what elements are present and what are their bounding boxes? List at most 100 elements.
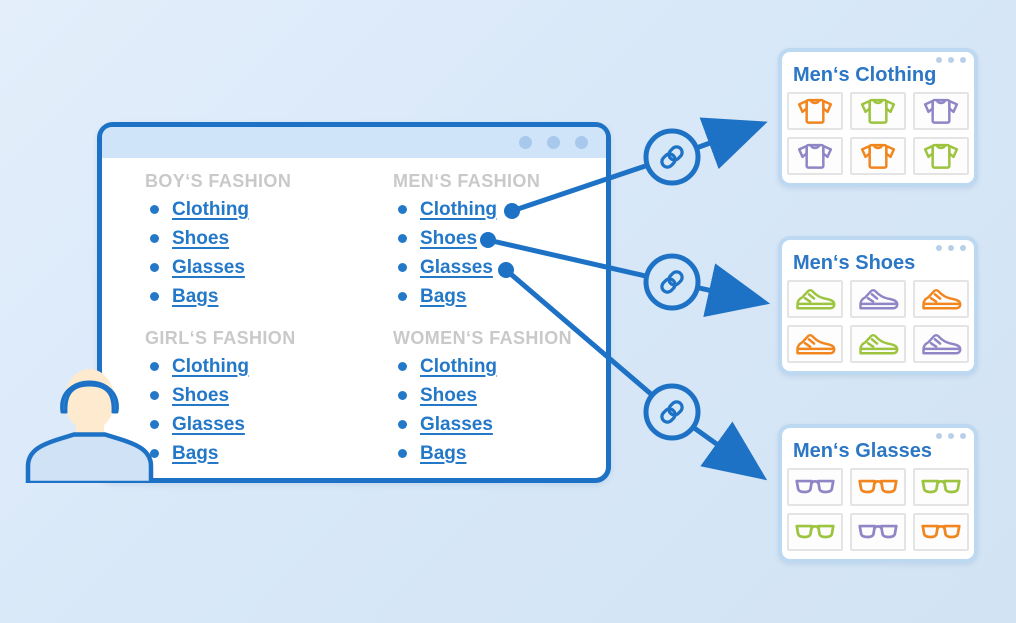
link-boys-shoes[interactable]: Shoes: [172, 227, 230, 249]
sneaker-icon: [857, 331, 899, 358]
link-mens-shoes[interactable]: Shoes: [420, 227, 478, 249]
tshirt-icon: [795, 141, 835, 171]
product-tile: [913, 92, 969, 130]
list-item: Glasses: [145, 253, 380, 282]
bullet-icon: [398, 449, 407, 458]
window-dot-icon: [936, 245, 942, 251]
bullet-icon: [398, 234, 407, 243]
window-dot-icon: [960, 245, 966, 251]
product-tile: [850, 137, 906, 175]
product-tile: [787, 280, 843, 318]
bullet-icon: [398, 391, 407, 400]
window-dot-icon: [948, 433, 954, 439]
section-heading: MEN‘S FASHION: [393, 171, 541, 191]
product-grid: [787, 468, 969, 551]
sneaker-icon: [920, 331, 962, 358]
glasses-icon: [920, 477, 962, 497]
window-dot-icon: [960, 57, 966, 63]
bullet-icon: [150, 263, 159, 272]
window-dot-icon: [936, 57, 942, 63]
list-item: Clothing: [393, 352, 628, 381]
bullet-icon: [150, 449, 159, 458]
list-item: Shoes: [145, 381, 380, 410]
product-tile: [850, 468, 906, 506]
list-item: Shoes: [145, 224, 380, 253]
product-tile: [913, 468, 969, 506]
link-boys-clothing[interactable]: Clothing: [172, 198, 250, 220]
chain-link-icon: [643, 253, 701, 311]
product-tile: [913, 137, 969, 175]
window-dot-icon: [960, 433, 966, 439]
product-tile: [913, 325, 969, 363]
list-item: Bags: [393, 282, 628, 311]
window-dot-icon: [547, 136, 560, 149]
window-dot-icon: [575, 136, 588, 149]
glasses-icon: [857, 477, 899, 497]
sneaker-icon: [857, 286, 899, 313]
link-girls-glasses[interactable]: Glasses: [172, 413, 245, 435]
avatar-face: [64, 369, 115, 431]
glasses-icon: [794, 477, 836, 497]
glasses-icon: [794, 522, 836, 542]
link-womens-clothing[interactable]: Clothing: [420, 355, 498, 377]
product-tile: [787, 468, 843, 506]
sneaker-icon: [920, 286, 962, 313]
bullet-icon: [398, 362, 407, 371]
product-grid: [787, 92, 969, 175]
link-girls-shoes[interactable]: Shoes: [172, 384, 230, 406]
list-item: Glasses: [393, 410, 628, 439]
tshirt-icon: [858, 96, 898, 126]
tshirt-icon: [795, 96, 835, 126]
preview-title: Men‘s Clothing: [793, 64, 937, 86]
list-item: Glasses: [145, 410, 380, 439]
chain-link-icon: [643, 383, 701, 441]
glasses-icon: [857, 522, 899, 542]
link-boys-bags[interactable]: Bags: [172, 285, 219, 307]
tshirt-icon: [858, 141, 898, 171]
link-badges: [643, 128, 701, 441]
bullet-icon: [398, 263, 407, 272]
window-dot-icon: [936, 433, 942, 439]
browser-window-categories: BOY‘S FASHION Clothing Shoes Glasses Bag…: [97, 122, 611, 483]
link-mens-glasses[interactable]: Glasses: [420, 256, 493, 278]
sneaker-icon: [794, 331, 836, 358]
bullet-icon: [150, 292, 159, 301]
link-womens-shoes[interactable]: Shoes: [420, 384, 478, 406]
product-tile: [850, 325, 906, 363]
link-mens-bags[interactable]: Bags: [420, 285, 467, 307]
list-item: Shoes: [393, 381, 628, 410]
preview-title: Men‘s Glasses: [793, 440, 932, 462]
bullet-icon: [398, 292, 407, 301]
link-womens-bags[interactable]: Bags: [420, 442, 467, 464]
section-heading: WOMEN‘S FASHION: [393, 328, 573, 348]
link-womens-glasses[interactable]: Glasses: [420, 413, 493, 435]
product-grid: [787, 280, 969, 363]
product-tile: [913, 513, 969, 551]
bullet-icon: [150, 234, 159, 243]
list-item: Bags: [145, 282, 380, 311]
preview-window-mens-clothing: Men‘s Clothing: [778, 48, 978, 187]
list-item: Bags: [393, 439, 628, 468]
list-item: Clothing: [145, 352, 380, 381]
link-girls-clothing[interactable]: Clothing: [172, 355, 250, 377]
list-item: Clothing: [145, 195, 380, 224]
bullet-icon: [398, 420, 407, 429]
list-item: Glasses: [393, 253, 628, 282]
link-mens-clothing[interactable]: Clothing: [420, 198, 498, 220]
window-dots: [936, 57, 966, 63]
window-dot-icon: [948, 57, 954, 63]
avatar-hair: [60, 380, 119, 414]
bullet-icon: [150, 205, 159, 214]
list-item: Bags: [145, 439, 380, 468]
tshirt-icon: [921, 96, 961, 126]
avatar-body: [25, 432, 154, 483]
tshirt-icon: [921, 141, 961, 171]
bullet-icon: [398, 205, 407, 214]
link-boys-glasses[interactable]: Glasses: [172, 256, 245, 278]
bullet-icon: [150, 362, 159, 371]
bullet-icon: [150, 391, 159, 400]
window-dots: [936, 245, 966, 251]
link-girls-bags[interactable]: Bags: [172, 442, 219, 464]
product-tile: [787, 137, 843, 175]
bullet-icon: [150, 420, 159, 429]
